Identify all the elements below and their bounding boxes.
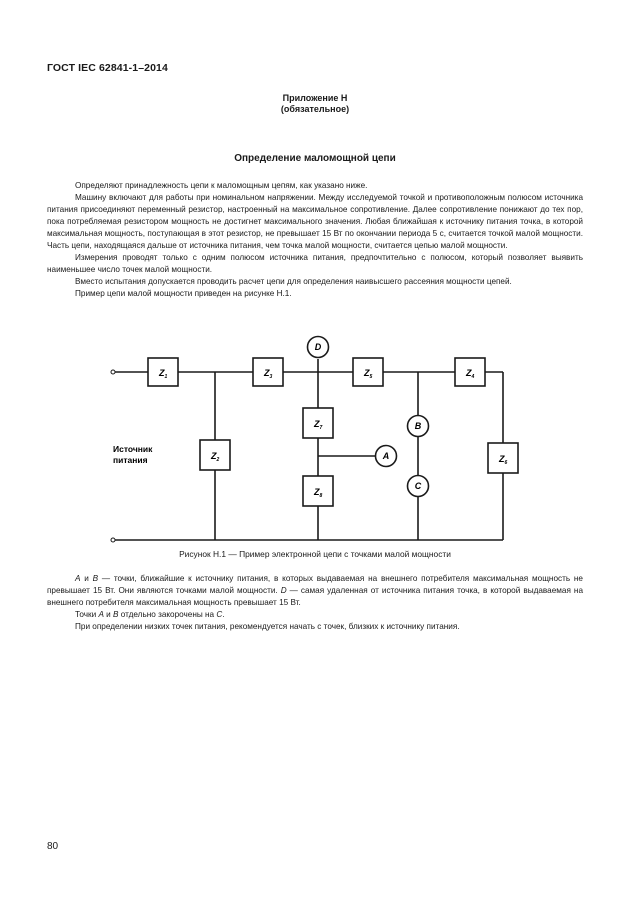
point-label-a: A	[382, 451, 390, 461]
paragraph: Машину включают для работы при номинальн…	[47, 193, 583, 250]
page-number: 80	[47, 841, 59, 852]
point-label-b: B	[415, 421, 422, 431]
terminal	[110, 537, 116, 543]
section-title: Определение маломощной цепи	[234, 153, 396, 164]
standard-number: ГОСТ IEC 62841-1–2014	[47, 62, 168, 74]
impedance-label-z8: Z8	[313, 487, 323, 499]
paragraph: Пример цепи малой мощности приведен на р…	[75, 289, 292, 298]
figure-caption: Рисунок H.1 — Пример электронной цепи с …	[179, 549, 451, 559]
paragraph: Определяют принадлежность цепи к маломощ…	[75, 181, 368, 190]
appendix-title: Приложение H	[282, 93, 348, 103]
paragraph: Точки A и B отдельно закорочены на C.	[75, 610, 225, 619]
impedance-label-z3: Z3	[263, 368, 273, 380]
intro-text: Определяют принадлежность цепи к маломощ…	[47, 180, 583, 300]
circuit-diagram: Z1 Z2 Z3 Z4 Z5 Z6 Z7 Z8 D A B C Источник…	[110, 335, 519, 543]
notes-text: A и B — точки, ближайшие к источнику пит…	[47, 573, 583, 633]
power-source-label: питания	[113, 455, 148, 465]
point-label-c: C	[415, 481, 422, 491]
impedance-label-z2: Z2	[210, 451, 220, 463]
impedance-label-z7: Z7	[313, 419, 323, 431]
terminal	[110, 369, 116, 375]
power-source-label: Источник	[113, 444, 153, 454]
paragraph: Вместо испытания допускается проводить р…	[75, 277, 512, 286]
paragraph: Измерения проводят только с одним полюсо…	[47, 253, 583, 274]
appendix-subtitle: (обязательное)	[280, 104, 350, 114]
impedance-label-z4: Z4	[465, 368, 475, 380]
paragraph: При определении низких точек питания, ре…	[75, 622, 460, 631]
impedance-label-z5: Z5	[363, 368, 373, 380]
impedance-label-z6: Z6	[498, 454, 508, 466]
paragraph: A и B — точки, ближайшие к источнику пит…	[47, 574, 583, 607]
point-label-d: D	[315, 342, 322, 352]
impedance-label-z1: Z1	[158, 368, 168, 380]
